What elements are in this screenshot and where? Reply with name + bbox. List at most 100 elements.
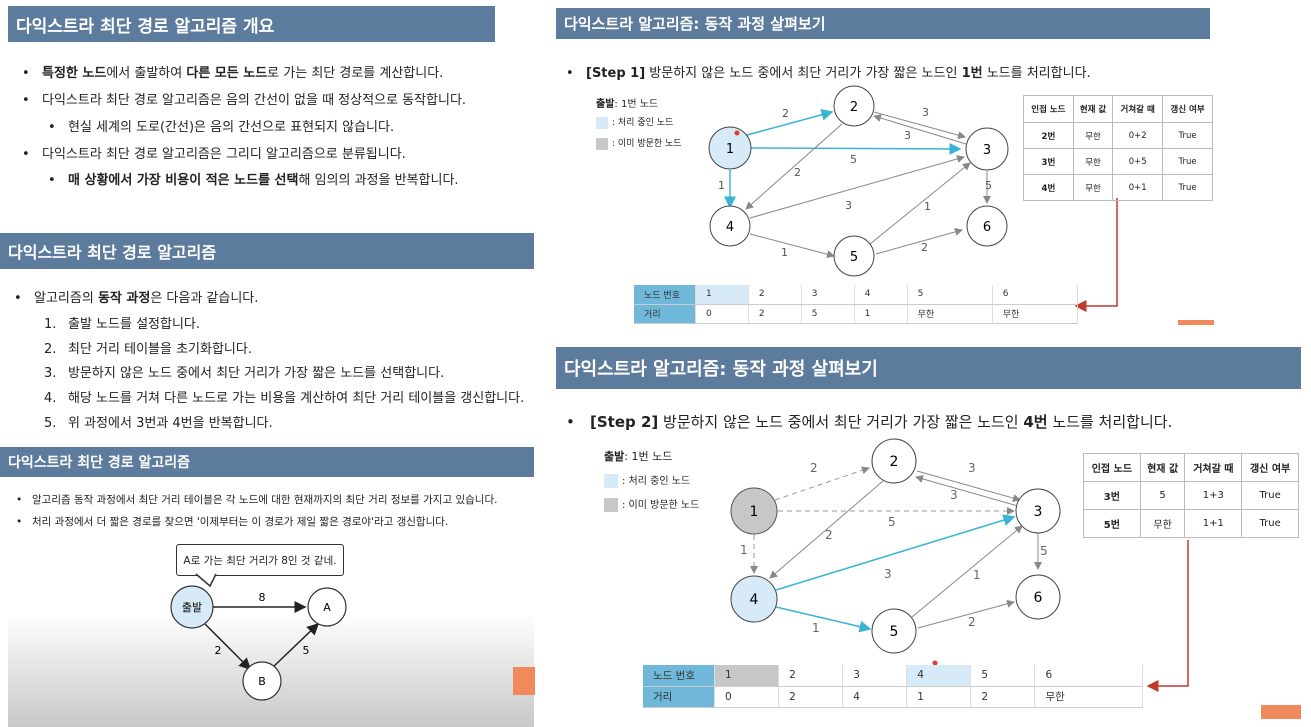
small-graph: 출발 A B 8 2 5 (170, 573, 347, 701)
update-arrow (1074, 198, 1118, 312)
slide-title: 다익스트라 최단 경로 알고리즘 (0, 233, 534, 269)
slide-title: 다익스트라 최단 경로 알고리즘 (0, 447, 534, 477)
edge-4-3 (775, 514, 1016, 591)
legend-processing: : 처리 중인 노드 (604, 472, 690, 488)
edge-3-2 (915, 475, 1019, 507)
node-3 (965, 127, 1009, 171)
update-arrow (1146, 540, 1189, 692)
node-start (170, 585, 214, 629)
slide-step1: 다익스트라 알고리즘: 동작 과정 살펴보기 •[Step 1] 방문하지 않은… (548, 0, 1311, 340)
edge-5-6 (917, 599, 1015, 629)
weight-1-3: 5 (888, 515, 896, 529)
node-1 (708, 126, 752, 170)
edge-2-4 (745, 123, 843, 210)
speech-callout: A로 가는 최단 거리가 8인 것 같네. (176, 544, 344, 576)
weight-5-6: 2 (921, 241, 928, 254)
weight-4-5: 1 (812, 621, 820, 635)
weight-1-4: 1 (718, 179, 725, 192)
node-start-label: 출발 (182, 601, 202, 614)
node-1-label: 1 (750, 504, 759, 520)
node-5 (871, 608, 917, 654)
node-b-label: B (258, 675, 266, 688)
weight-5-3: 1 (924, 200, 931, 213)
weight-3-6: 5 (1040, 544, 1048, 558)
legend-processing: : 처리 중인 노드 (596, 115, 673, 129)
weight-5-3: 1 (973, 568, 981, 582)
node-5-label: 5 (850, 250, 858, 265)
visited-swatch (596, 137, 608, 150)
weight-1-2: 2 (810, 461, 818, 475)
weight-1-2: 2 (782, 107, 789, 120)
step-3: 3.방문하지 않은 노드 중에서 최단 거리가 가장 짧은 노드를 선택합니다. (44, 366, 445, 381)
node-4 (730, 575, 778, 623)
node-4-label: 4 (750, 592, 759, 608)
node-4 (709, 205, 751, 247)
weight-2-3: 3 (968, 461, 976, 475)
bullet-3: •현실 세계의 도로(간선)은 음의 간선으로 표현되지 않습니다. (48, 120, 395, 135)
red-dot-marker (734, 130, 740, 136)
edge-start-b (204, 623, 252, 671)
weight-5-6: 2 (968, 615, 976, 629)
weight-start-b: 2 (215, 644, 222, 657)
intro-bullet: •알고리즘의 동작 과정은 다음과 같습니다. (14, 291, 259, 306)
node-1 (730, 487, 778, 535)
node-1-label: 1 (726, 142, 734, 157)
logo-icon (1261, 705, 1301, 719)
edge-5-6 (875, 228, 963, 255)
edge-2-3 (873, 111, 966, 140)
bullet-2: •처리 과정에서 더 짧은 경로를 찾으면 '이제부터는 이 경로가 제일 짧은… (16, 516, 449, 528)
step-bullet: •[Step 1] 방문하지 않은 노드 중에서 최단 거리가 가장 짧은 노드… (566, 66, 1091, 81)
slide-procedure: 다익스트라 최단 경로 알고리즘 •알고리즘의 동작 과정은 다음과 같습니다.… (0, 228, 540, 438)
bullet-1: •알고리즘 동작 과정에서 최단 거리 테이블은 각 노드에 대한 현재까지의 … (16, 494, 498, 506)
step-1: 1.출발 노드를 설정합니다. (44, 317, 200, 332)
legend-visited: : 이미 방문한 노드 (596, 136, 682, 150)
edge-2-3 (916, 470, 1021, 502)
weight-4-5: 1 (781, 246, 788, 259)
slide-title: 다익스트라 최단 경로 알고리즘 개요 (8, 6, 495, 42)
edge-5-3 (869, 162, 971, 245)
weight-1-4: 1 (740, 543, 748, 557)
weight-2-4: 2 (825, 528, 833, 542)
legend-visited: : 이미 방문한 노드 (604, 496, 699, 512)
node-2-label: 2 (890, 454, 899, 470)
node-5-label: 5 (890, 624, 899, 640)
weight-3-2: 3 (904, 129, 911, 142)
graph-step2: 1 2 3 4 5 6 2 5 1 3 3 2 5 3 1 1 2 (730, 438, 1189, 692)
step-4: 4.해당 노드를 거쳐 다른 노드로 가는 비용을 계산하여 최단 거리 테이블… (44, 391, 525, 406)
node-3 (1015, 488, 1061, 534)
node-b (242, 661, 282, 701)
processing-swatch (604, 474, 618, 488)
slide-title: 다익스트라 알고리즘: 동작 과정 살펴보기 (556, 347, 1301, 389)
logo-icon (513, 667, 535, 695)
weight-4-3: 3 (845, 199, 852, 212)
weight-3-2: 3 (950, 488, 958, 502)
node-2 (833, 85, 875, 127)
legend-start: 출발: 1번 노드 (596, 99, 659, 110)
visited-swatch (604, 498, 618, 512)
weight-2-3: 3 (922, 106, 929, 119)
edge-5-3 (911, 525, 1023, 618)
weight-4-3: 3 (884, 567, 892, 581)
node-5 (833, 235, 875, 277)
weight-1-3: 5 (850, 153, 857, 166)
bullet-2: •다익스트라 최단 경로 알고리즘은 음의 간선이 없을 때 정상적으로 동작합… (22, 93, 467, 108)
edge-1-3 (749, 142, 962, 155)
callout-tail (195, 573, 217, 588)
legend-start: 출발: 1번 노드 (604, 450, 673, 463)
bullet-4: •다익스트라 최단 경로 알고리즘은 그리디 알고리즘으로 분류됩니다. (22, 147, 406, 162)
bullet-1: •특정한 노드에서 출발하여 다른 모든 노드로 가는 최단 경로를 계산합니다… (22, 66, 444, 81)
red-dot-marker (932, 660, 938, 666)
node-a (307, 587, 347, 627)
edge-4-3 (749, 155, 965, 219)
node-6 (966, 205, 1008, 247)
bullet-5: •매 상황에서 가장 비용이 적은 노드를 선택해 임의의 과정을 반복합니다. (48, 173, 459, 188)
weight-b-a: 5 (303, 644, 310, 657)
edge-b-a (271, 622, 320, 669)
weight-start-a: 8 (259, 591, 266, 604)
processing-swatch (596, 116, 608, 129)
edge-4-5 (749, 233, 835, 259)
